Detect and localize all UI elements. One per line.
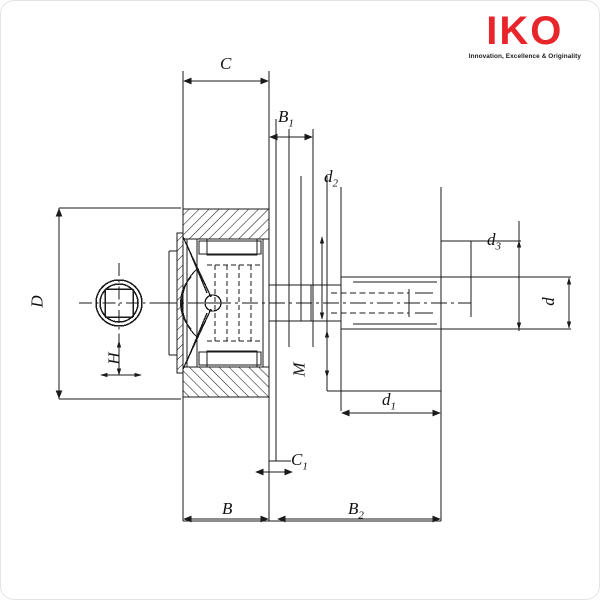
dimension-label-H: H	[104, 352, 124, 365]
logo-wordmark: IKO	[486, 9, 564, 53]
seal-detail-ticks	[275, 285, 314, 321]
dimension-label-B: B	[222, 499, 233, 518]
end-view-centerlines	[79, 263, 161, 345]
thread-end-face	[408, 289, 433, 317]
dimension-label-B1: B1	[278, 107, 294, 130]
needle-roller-complement	[207, 264, 261, 342]
logo-tagline: Innovation, Excellence & Originality	[468, 53, 581, 60]
dimension-label-d3: d3	[487, 230, 501, 253]
dimension-label-C: C	[220, 54, 232, 73]
dimension-label-d: d	[538, 297, 558, 306]
thread-lines	[353, 281, 437, 325]
dimension-label-D: D	[27, 295, 47, 308]
projection-lines	[58, 71, 570, 521]
dimension-label-M: M	[289, 362, 309, 377]
iko-logo: IKO Innovation, Excellence & Originality	[469, 11, 581, 60]
dimension-label-C1: C1	[291, 450, 308, 473]
dimension-label-B2: B2	[348, 499, 364, 522]
stud-bore-hidden	[331, 292, 409, 314]
dimension-label-d1: d1	[382, 390, 396, 413]
dimension-line-H	[100, 340, 142, 378]
dimension-label-d2: d2	[324, 167, 338, 190]
raceway-walls	[186, 239, 264, 367]
end-view-outline	[58, 207, 181, 400]
